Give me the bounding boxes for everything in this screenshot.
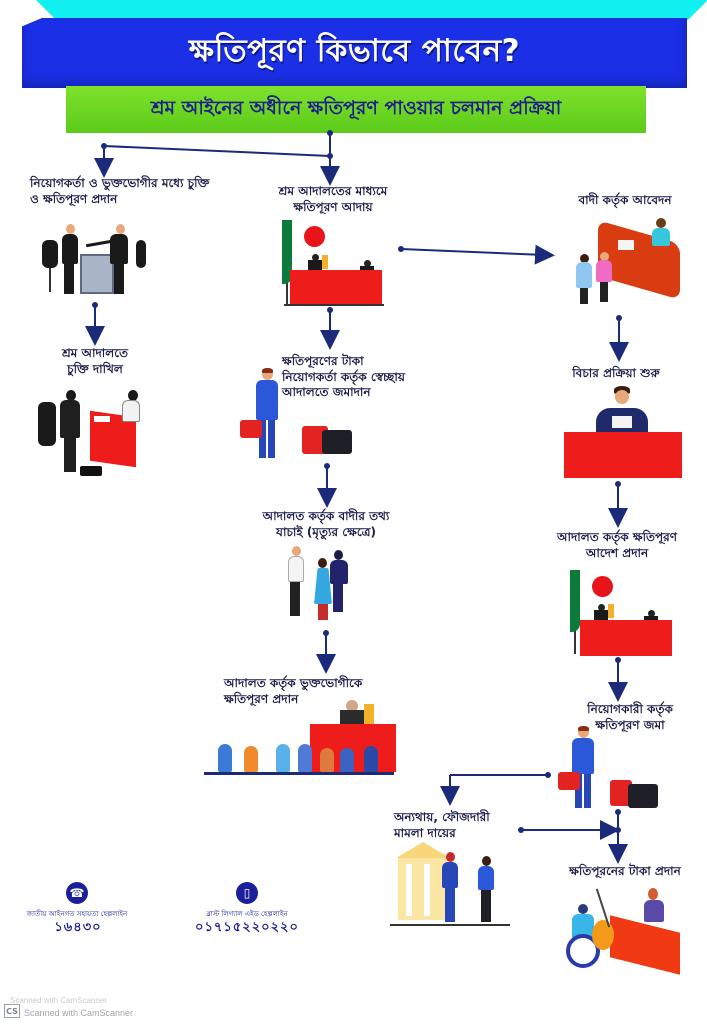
phone-handset-icon: ☎	[66, 882, 88, 904]
step-label-court-recovery: শ্রম আদালতের মাধ্যমে ক্ষতিপূরণ আদায়	[278, 184, 388, 214]
illustration-courtroom	[280, 218, 390, 310]
illustration-employer-deposit	[556, 726, 666, 812]
illustration-judge-bench	[562, 386, 684, 482]
step-label-file-agreement: শ্রম আদালতে চুক্তি দাখিল	[61, 346, 129, 376]
illustration-reception-desk	[574, 218, 684, 314]
illustration-courtroom-order	[568, 570, 678, 660]
illustration-office-desk-meeting	[36, 386, 148, 486]
camscanner-logo-icon: CS	[4, 1004, 20, 1018]
watermark-ghost-text: Scanned with CamScanner	[10, 996, 107, 1005]
step-label-compensation-order: আদালত কর্তৃক ক্ষতিপূরণ আদেশ প্রদান	[556, 530, 678, 560]
subtitle-banner: শ্রম আইনের অধীনে ক্ষতিপূরণ পাওয়ার চলমান…	[66, 86, 646, 133]
step-label-plaintiff-application: বাদী কর্তৃক আবেদন	[578, 193, 672, 207]
helpline-1-number[interactable]: ১৬৪৩০	[54, 920, 102, 935]
illustration-court-bench-audience	[204, 700, 396, 780]
step-label-criminal-case: অন্যথায়, ফৌজদারী মামলা দায়ের	[394, 810, 490, 840]
illustration-court-building-lawyers	[390, 840, 510, 930]
step-label-court-pays-victim: আদালত কর্তৃক ভুক্তভোগীকে ক্ষতিপূরণ প্রদা…	[224, 676, 363, 706]
helpline-2-label: ব্লাস্ট লিগ্যাল এইড হেল্পলাইন	[206, 910, 288, 918]
step-label-trial-begins: বিচার প্রক্রিয়া শুরু	[572, 366, 660, 380]
illustration-verification-people	[284, 546, 354, 626]
title-banner: ক্ষতিপূরণ কিভাবে পাবেন?	[22, 18, 687, 88]
page-title: ক্ষতিপূরণ কিভাবে পাবেন?	[188, 33, 521, 69]
arrow-middle-to-right	[400, 244, 555, 265]
watermark-text: Scanned with CamScanner	[24, 1008, 134, 1018]
illustration-wheelchair-payment	[562, 884, 684, 980]
step-label-employer-deposit: নিয়োগকারী কর্তৃক ক্ষতিপূরণ জমা	[587, 702, 673, 732]
step-label-verify-claimant: আদালত কর্তৃক বাদীর তথ্য যাচাই (মৃত্যুর ক…	[262, 509, 390, 539]
header-cyan-band	[36, 0, 707, 20]
connector-top-horizontal	[103, 145, 331, 157]
step-label-payment: ক্ষতিপূরনের টাকা প্রদান	[569, 864, 681, 878]
step-label-voluntary-deposit: ক্ষতিপূরণের টাকা নিয়োগকর্তা কর্তৃক স্বে…	[282, 354, 405, 400]
camscanner-watermark: CS Scanned with CamScanner	[0, 994, 150, 1024]
mobile-phone-icon: ▯	[236, 882, 258, 904]
helpline-1-label: জাতীয় আইনগত সহায়তা হেল্পলাইন	[26, 910, 128, 918]
helpline-2-number[interactable]: ০১৭১৫২২০২২০	[195, 920, 299, 935]
illustration-employer-briefcases	[240, 368, 360, 464]
page-subtitle: শ্রম আইনের অধীনে ক্ষতিপূরণ পাওয়ার চলমান…	[150, 96, 562, 119]
step-label-agreement: নিয়োগকর্তা ও ভুক্তভোগীর মধ্যে চুক্তি ও …	[30, 176, 210, 206]
illustration-handshake-office	[40, 222, 150, 300]
